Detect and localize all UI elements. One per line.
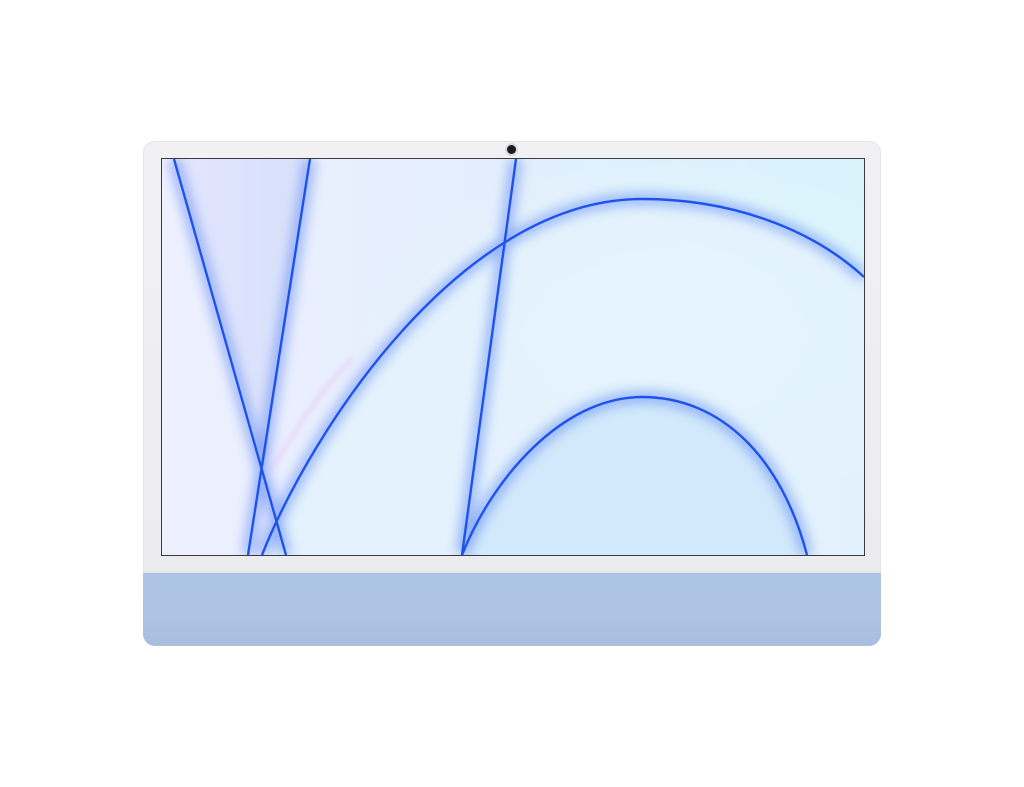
wallpaper [162, 159, 864, 555]
display-bezel [143, 141, 881, 573]
display-screen [161, 158, 865, 556]
imac-device [143, 141, 881, 646]
camera-icon [507, 145, 516, 154]
device-chin [143, 573, 881, 646]
